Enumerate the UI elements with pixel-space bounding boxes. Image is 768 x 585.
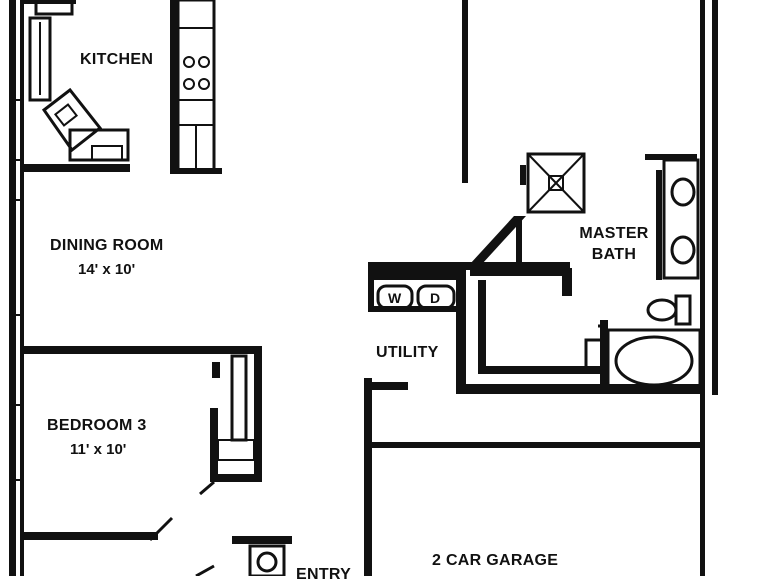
master-bath-shower-wall [520,165,526,185]
dining-room-label: DINING ROOM [50,237,164,254]
garage-label: 2 CAR GARAGE [432,552,559,569]
entry-fixture-basin [256,551,278,573]
bedroom-3-closet-shelf [230,354,248,442]
hall-door-swing [148,516,174,542]
kitchen-corner-sink [41,87,103,153]
kitchen-wall-right-bottom [170,168,222,174]
master-bath-sink-2 [670,235,696,265]
wall-utility-door-stub [372,382,408,390]
bedroom-3-label: BEDROOM 3 [47,417,147,434]
bedroom-3-wall-top [20,346,262,354]
master-bath-vanity [662,158,700,280]
utility-wall-bottom [456,384,700,394]
master-bath-sink-1 [670,177,696,207]
master-bath-toilet [646,294,692,326]
master-bath-shower [526,152,586,214]
bedroom-3-size: 11' x 10' [70,441,127,458]
master-bath-tub-left-wall [600,320,608,390]
kitchen-counter-right-wall [170,0,178,174]
kitchen-counter-left [28,16,52,102]
wall-left-inner [20,0,24,576]
dining-room-size: 14' x 10' [78,261,136,278]
utility-wall-top-inner [372,270,458,280]
bedroom-3-door-swing [199,480,215,496]
washer-label: W [388,290,402,306]
wall-center-top [462,0,468,183]
bedroom-3-closet-stub [212,362,220,378]
hall-door-swing-2 [195,564,215,576]
master-bath-vanity-left-wall [656,170,662,280]
closet-wall-left [478,280,486,374]
master-bath-wall-mid [516,216,522,266]
entry-fixture [248,544,286,576]
closet-wall-bottom [478,366,600,374]
bedroom-3-closet-bottom [210,474,262,482]
kitchen-range-burners [183,56,210,90]
dryer-box [416,284,456,310]
bedroom-3-wall-right [254,346,262,482]
kitchen-label: KITCHEN [80,51,154,68]
master-bath-nook [584,324,606,374]
wall-right-inner [700,0,705,576]
wall-hall-bottom [20,532,158,540]
kitchen-wall-top [24,0,76,4]
dryer-label: D [430,290,441,306]
master-bath-label-line2: BATH [591,246,637,263]
kitchen-wall-bottom [24,164,130,172]
master-bath-wall-horizontal [470,262,570,276]
wall-right-outer [712,0,718,395]
washer-box [376,284,414,310]
entry-wall-top [232,536,292,544]
utility-shelf [372,306,458,312]
master-bath-tub [606,328,702,394]
utility-label: UTILITY [376,344,439,361]
master-bath-wall-stub [562,268,572,296]
bedroom-3-closet-left [210,408,218,482]
utility-wall-top [368,262,472,270]
kitchen-dishwasher [91,145,123,161]
utility-wall-left [368,262,374,312]
master-bath-diagonal-wall [470,216,526,264]
wall-left-outer [9,0,16,576]
utility-wall-right [456,270,466,390]
wall-garage-top [372,442,700,448]
entry-label: ENTRY [296,566,352,583]
wall-utility-garage-left [364,378,372,576]
master-bath-vanity-top [645,154,697,160]
master-bath-label-line1: MASTER [579,225,649,242]
bedroom-3-closet-door [217,439,255,461]
